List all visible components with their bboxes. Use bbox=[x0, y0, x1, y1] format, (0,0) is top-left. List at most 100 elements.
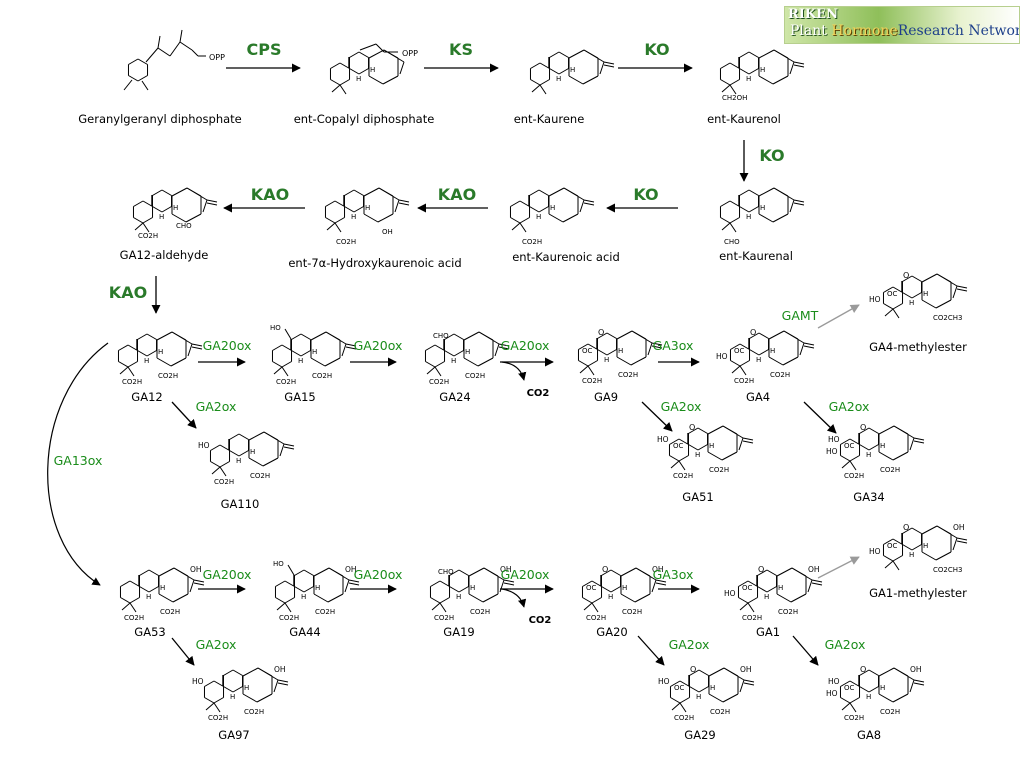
bond bbox=[729, 222, 737, 233]
atom-label: CO2H bbox=[880, 466, 900, 474]
enzyme-ga20ox-1: GA20ox bbox=[202, 338, 252, 353]
bond bbox=[766, 586, 777, 593]
bond bbox=[173, 567, 195, 581]
bond bbox=[707, 425, 724, 435]
atom-label: H bbox=[622, 584, 627, 592]
bond bbox=[911, 527, 922, 534]
bond bbox=[803, 342, 815, 346]
bond bbox=[339, 62, 350, 69]
bond bbox=[689, 669, 700, 676]
bond bbox=[902, 275, 913, 282]
bond bbox=[579, 365, 589, 374]
bond bbox=[152, 189, 163, 196]
bond bbox=[193, 579, 205, 583]
bond bbox=[688, 444, 699, 451]
bond bbox=[223, 669, 234, 676]
atom-label: CO2H bbox=[709, 466, 729, 474]
bond bbox=[375, 43, 385, 53]
bond bbox=[720, 217, 731, 224]
bond bbox=[892, 538, 903, 545]
atom-label: H bbox=[710, 684, 715, 692]
bond bbox=[739, 679, 745, 693]
atom-label: HO bbox=[658, 677, 670, 686]
bond bbox=[348, 579, 360, 583]
arrow-ga2ox-5 bbox=[637, 635, 665, 666]
bond bbox=[510, 217, 521, 224]
bond bbox=[921, 551, 937, 561]
atom-label: CH2OH bbox=[722, 94, 747, 102]
bond bbox=[498, 343, 510, 347]
atom-label: CHO bbox=[724, 238, 740, 246]
bond bbox=[868, 427, 879, 434]
bond bbox=[156, 357, 172, 367]
bond bbox=[137, 350, 148, 357]
atom-label: CO2H bbox=[734, 377, 754, 385]
arrow-co2-1 bbox=[501, 361, 527, 381]
bond bbox=[458, 569, 469, 576]
bond bbox=[892, 451, 909, 461]
bond bbox=[620, 593, 636, 603]
bond bbox=[158, 567, 175, 577]
atom-label: O bbox=[903, 523, 909, 532]
bond bbox=[206, 199, 218, 203]
label-ga9: GA9 bbox=[593, 390, 619, 404]
bond bbox=[281, 344, 292, 351]
bond bbox=[776, 593, 792, 603]
bond bbox=[219, 461, 230, 468]
bond bbox=[722, 425, 744, 439]
atom-label: OH bbox=[953, 523, 965, 532]
bond bbox=[634, 593, 651, 603]
bond bbox=[425, 344, 436, 351]
bond bbox=[583, 202, 595, 206]
atom-label: H bbox=[456, 593, 461, 601]
bond bbox=[591, 602, 599, 613]
bond bbox=[262, 457, 279, 467]
bond bbox=[679, 680, 690, 687]
bond bbox=[868, 669, 879, 676]
bond bbox=[913, 682, 925, 686]
bond bbox=[558, 68, 569, 75]
atom-label: H bbox=[451, 357, 456, 365]
atom-label: OPP bbox=[402, 49, 418, 58]
atom-label: CO2H bbox=[158, 372, 178, 380]
label-hydroxy: ent-7α-Hydroxykaurenoic acid bbox=[288, 256, 462, 270]
enzyme-ga13ox: GA13ox bbox=[53, 453, 103, 468]
arrow-ga2ox-3 bbox=[803, 401, 837, 434]
bond bbox=[463, 357, 479, 367]
bond bbox=[189, 579, 195, 593]
bond bbox=[909, 679, 915, 693]
bond bbox=[603, 64, 615, 68]
bond bbox=[620, 567, 637, 577]
bond bbox=[156, 331, 173, 341]
bond bbox=[776, 567, 793, 577]
bond bbox=[118, 344, 129, 351]
bond bbox=[742, 437, 754, 441]
bond bbox=[739, 68, 750, 75]
atom-label: CO2CH3 bbox=[933, 314, 962, 322]
mol-ga12-aldehyde: HH bbox=[132, 187, 218, 233]
bond bbox=[738, 437, 744, 451]
bond bbox=[204, 697, 215, 704]
atom-label: HO bbox=[724, 589, 736, 598]
atom-label: HO bbox=[869, 295, 881, 304]
bond bbox=[303, 569, 314, 576]
atom-label: H bbox=[604, 356, 609, 364]
bond bbox=[859, 669, 870, 676]
bond bbox=[453, 350, 464, 357]
bond bbox=[878, 425, 895, 435]
atom-label: H bbox=[746, 75, 751, 83]
bond bbox=[210, 444, 221, 451]
bond bbox=[139, 569, 150, 576]
bond bbox=[739, 343, 750, 350]
bond bbox=[242, 667, 259, 677]
bond bbox=[232, 669, 243, 676]
bond bbox=[169, 41, 181, 57]
arrow-co2-2 bbox=[501, 588, 527, 608]
bond bbox=[651, 345, 663, 349]
bond bbox=[328, 567, 350, 581]
bond bbox=[563, 187, 585, 201]
